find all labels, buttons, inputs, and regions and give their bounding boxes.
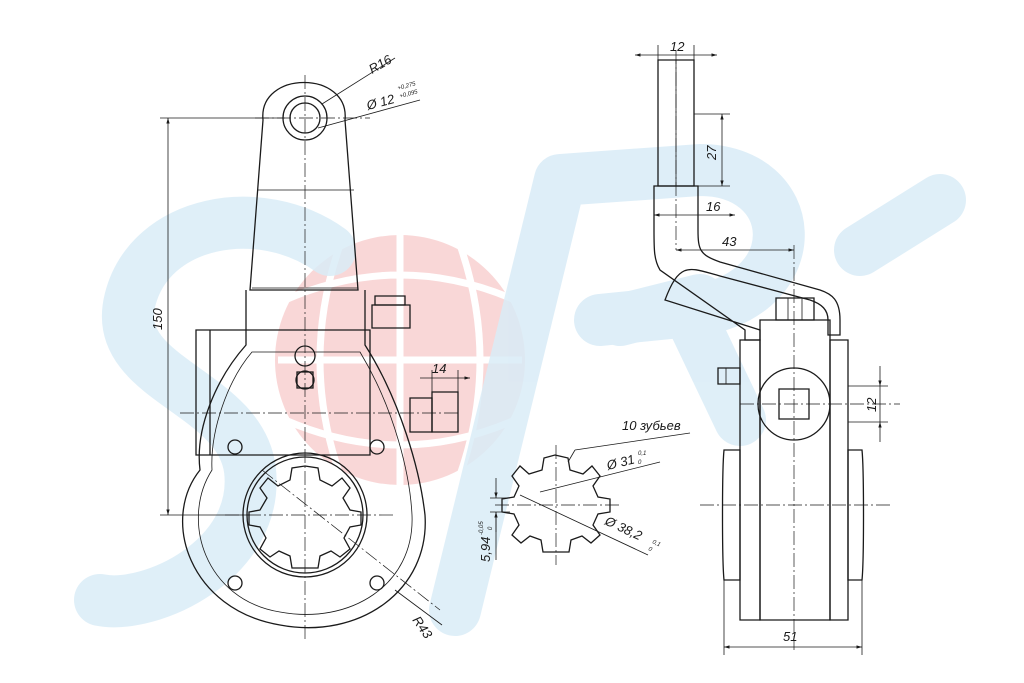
overall-height-label: 150: [150, 308, 165, 330]
spline-detail-view: [490, 432, 691, 565]
spline-outer-tol-upper-label: 0,1: [651, 539, 661, 548]
hole-tolerance-upper-label: +0,275: [397, 81, 417, 92]
arm-length-label: 27: [704, 145, 719, 161]
hole-tolerance-lower-label: +0,095: [399, 89, 419, 100]
body-width-label: 51: [783, 629, 797, 644]
spline-inner-diameter-label: Ø 31: [604, 452, 636, 474]
arm-thickness-label: 16: [706, 199, 721, 214]
watermark-letters: [74, 144, 966, 636]
spline-outer-tol-lower-label: 0: [647, 546, 653, 553]
arm-width-label: 12: [670, 39, 685, 54]
worm-size-label: 12: [864, 397, 879, 412]
slack-adjuster-side-view: [635, 45, 900, 655]
teeth-count-label: 10 зубьев: [622, 418, 681, 433]
fitting-width-label: 14: [432, 361, 446, 376]
arm-offset-label: 43: [722, 234, 737, 249]
spline-inner-tol-upper-label: 0,1: [638, 451, 646, 457]
spline-inner-tol-lower-label: 0: [638, 460, 642, 466]
slack-adjuster-front-view: [160, 57, 470, 640]
watermark: [74, 144, 966, 636]
tooth-width-tol-lower-label: 0: [488, 526, 494, 530]
tooth-width-label: 5,94: [478, 537, 493, 562]
radius-top-label: R16: [366, 51, 395, 76]
hole-diameter-label: Ø 12: [364, 91, 397, 113]
spline-outer-diameter-label: Ø 38,2: [602, 513, 645, 544]
tooth-width-tol-upper-label: -0,05: [479, 521, 485, 535]
